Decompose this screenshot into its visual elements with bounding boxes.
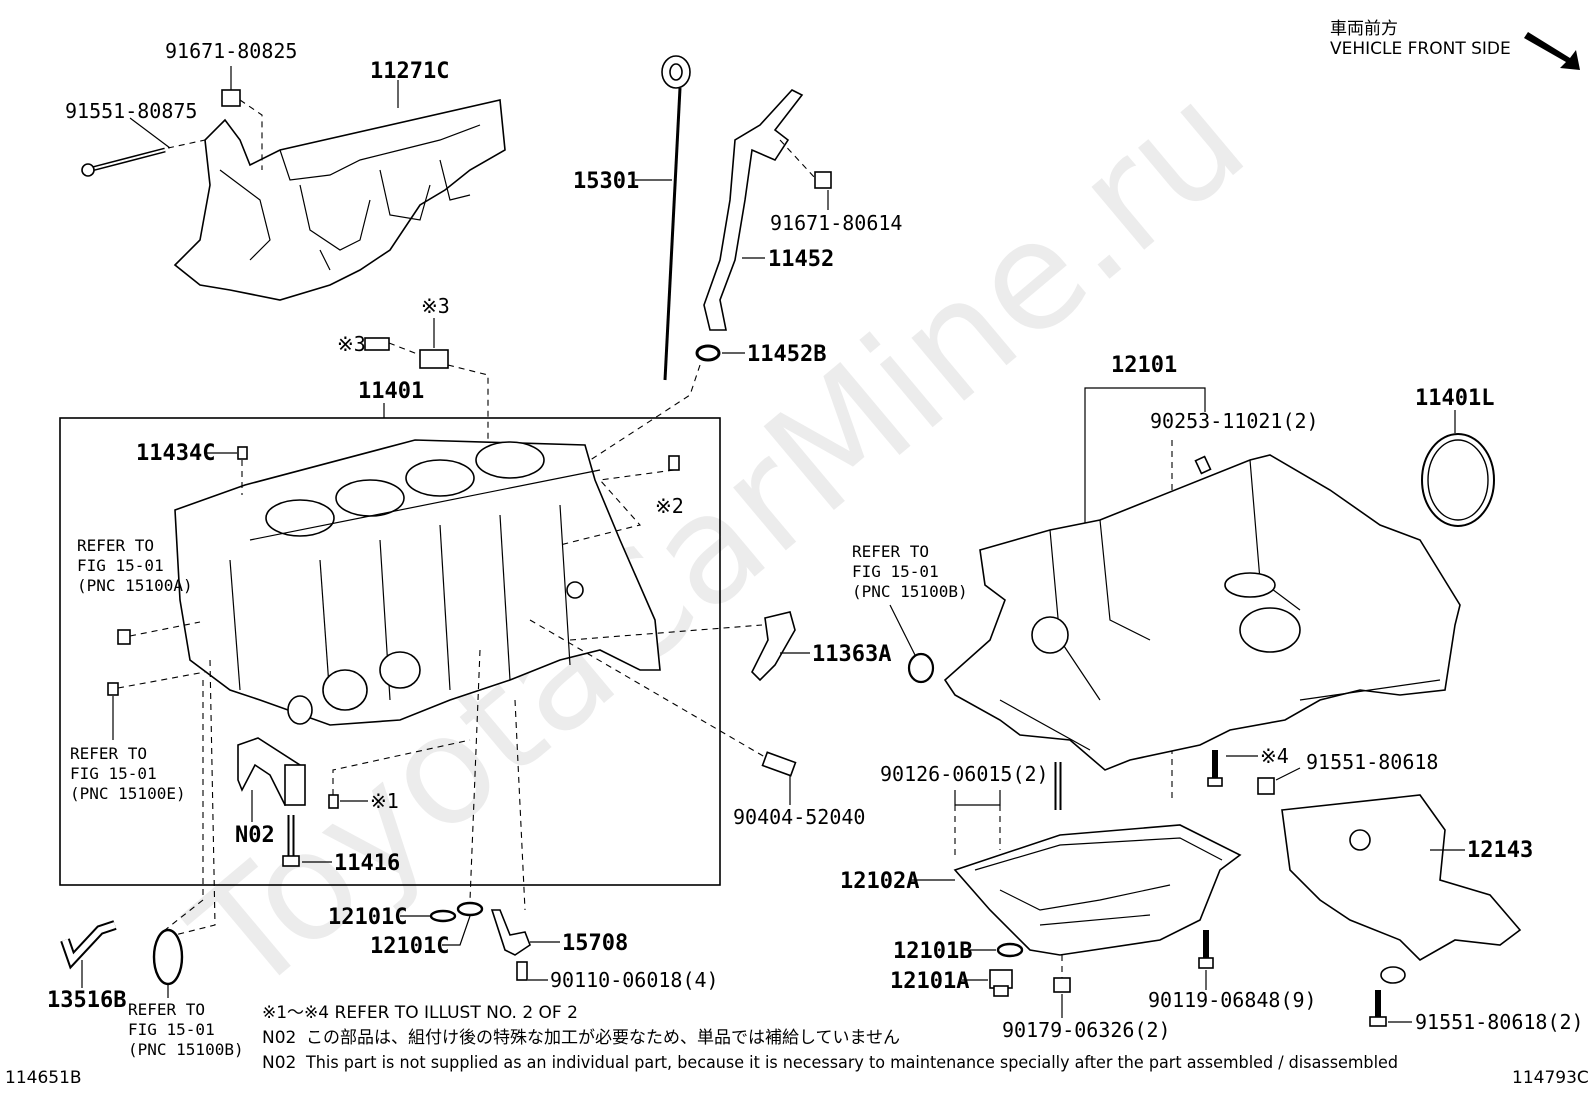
part-label-11401[interactable]: 11401 bbox=[358, 379, 424, 404]
dowel-15100A-icon bbox=[117, 629, 131, 645]
dowel-15100E-icon bbox=[107, 682, 119, 696]
part-label-12101A[interactable]: 12101A bbox=[890, 969, 969, 994]
bolt-91551-80875-icon bbox=[81, 147, 166, 177]
bolt-91671-80825-icon bbox=[221, 89, 241, 107]
dipstick-guide-part bbox=[703, 89, 804, 331]
mark-3-sensor: ※3 bbox=[421, 294, 450, 318]
intake-manifold-part bbox=[173, 99, 506, 301]
bolt-91551-80618-2-icon bbox=[1369, 990, 1387, 1027]
part-label-15708[interactable]: 15708 bbox=[562, 931, 628, 956]
part-label-11434C[interactable]: 11434C bbox=[136, 441, 215, 466]
part-label-90126-06015[interactable]: 90126-06015(2) bbox=[880, 762, 1049, 786]
part-label-12101B[interactable]: 12101B bbox=[893, 939, 972, 964]
oil-pan-lower-12102A-part bbox=[953, 824, 1242, 956]
gasket-12101B-icon bbox=[996, 942, 1024, 958]
dowel-pin-1-icon bbox=[328, 794, 339, 809]
part-label-N02[interactable]: N02 bbox=[235, 823, 275, 848]
oil-pan-upper-part bbox=[943, 454, 1461, 771]
bolt-90119-06848-icon bbox=[1198, 930, 1214, 969]
nut-90179-06326-icon bbox=[1053, 977, 1071, 993]
part-label-91551-80618-2[interactable]: 91551-80618(2) bbox=[1415, 1010, 1584, 1034]
part-label-11452[interactable]: 11452 bbox=[768, 247, 834, 272]
oil-jet-11363A-part bbox=[751, 611, 796, 682]
note-n02-text-jp: この部品は、組付け後の特殊な加工が必要なため、単品では補給していません bbox=[306, 1028, 900, 1048]
baffle-plate-12143-part bbox=[1281, 794, 1522, 984]
front-arrow-icon bbox=[1524, 32, 1580, 70]
part-label-90110-06018[interactable]: 90110-06018(4) bbox=[550, 968, 719, 992]
part-label-91551-80618[interactable]: 91551-80618 bbox=[1306, 750, 1438, 774]
part-label-90119-06848[interactable]: 90119-06848(9) bbox=[1148, 988, 1317, 1012]
illustration-code-left: 114651B bbox=[5, 1068, 82, 1088]
part-label-90179-06326[interactable]: 90179-06326(2) bbox=[1002, 1018, 1171, 1042]
bolt-90110-06018-icon bbox=[516, 961, 528, 981]
part-label-12101C-b[interactable]: 12101C bbox=[370, 934, 449, 959]
note-refer-illust: ※1～※4 REFER TO ILLUST NO. 2 OF 2 bbox=[262, 1003, 578, 1023]
bolt-91671-80614-icon bbox=[814, 171, 832, 189]
bolt-4-icon bbox=[1207, 750, 1223, 787]
oil-seal-11401L-part bbox=[1421, 433, 1495, 527]
drain-plug-12101A-icon bbox=[989, 969, 1013, 997]
part-label-11452B[interactable]: 11452B bbox=[747, 342, 826, 367]
part-label-12143[interactable]: 12143 bbox=[1467, 838, 1533, 863]
part-label-11271C[interactable]: 11271C bbox=[370, 59, 449, 84]
part-label-91551-80875[interactable]: 91551-80875 bbox=[65, 99, 197, 123]
o-ring-11452B-icon bbox=[695, 344, 721, 362]
ref-15100B-right[interactable]: REFER TO FIG 15-01 (PNC 15100B) bbox=[852, 542, 968, 601]
mark-1: ※1 bbox=[370, 789, 399, 813]
o-ring-12101C-b-icon bbox=[456, 901, 484, 917]
dipstick-part bbox=[661, 55, 691, 381]
bearing-cap-N02-part bbox=[237, 737, 306, 806]
knock-sensor-icon bbox=[364, 337, 449, 369]
part-label-90253-11021[interactable]: 90253-11021(2) bbox=[1150, 409, 1319, 433]
illustration-code-right: 114793C bbox=[1512, 1068, 1589, 1088]
front-label-en: VEHICLE FRONT SIDE bbox=[1330, 39, 1511, 59]
note-n02-code-en: N02 bbox=[262, 1053, 296, 1073]
part-label-91671-80614[interactable]: 91671-80614 bbox=[770, 211, 902, 235]
ref-15100B-left[interactable]: REFER TO FIG 15-01 (PNC 15100B) bbox=[128, 1000, 244, 1059]
note-n02-code-jp: N02 bbox=[262, 1028, 296, 1048]
part-label-12102A[interactable]: 12102A bbox=[840, 869, 919, 894]
part-label-15301[interactable]: 15301 bbox=[573, 169, 639, 194]
ref-15100E[interactable]: REFER TO FIG 15-01 (PNC 15100E) bbox=[70, 744, 186, 803]
part-label-11363A[interactable]: 11363A bbox=[812, 642, 891, 667]
dowel-pin-2-icon bbox=[668, 455, 680, 471]
mark-2: ※2 bbox=[655, 494, 684, 518]
bolt-11416-icon bbox=[282, 815, 300, 867]
ref-15100A[interactable]: REFER TO FIG 15-01 (PNC 15100A) bbox=[77, 536, 193, 595]
part-label-12101[interactable]: 12101 bbox=[1111, 353, 1177, 378]
part-label-12101C-a[interactable]: 12101C bbox=[328, 905, 407, 930]
cylinder-block-frame bbox=[59, 417, 721, 886]
o-ring-12101C-a-icon bbox=[429, 909, 457, 923]
o-ring-15100B-right-icon bbox=[907, 652, 935, 684]
o-ring-15100B-icon bbox=[152, 928, 184, 986]
front-label-jp: 車両前方 bbox=[1330, 19, 1398, 39]
part-label-90404-52040[interactable]: 90404-52040 bbox=[733, 805, 865, 829]
hose-13516B-part bbox=[60, 920, 117, 970]
mark-3-bolt: ※3 bbox=[337, 332, 366, 356]
plug-90404-52040-icon bbox=[761, 751, 797, 777]
mark-4: ※4 bbox=[1260, 744, 1289, 768]
part-label-11401L[interactable]: 11401L bbox=[1415, 386, 1494, 411]
pin-90253-11021-icon bbox=[1194, 455, 1212, 475]
dowel-pin-11434C-icon bbox=[237, 446, 248, 460]
part-label-13516B[interactable]: 13516B bbox=[47, 988, 126, 1013]
part-label-11416[interactable]: 11416 bbox=[334, 851, 400, 876]
cylinder-block-part bbox=[174, 439, 661, 726]
part-label-91671-80825[interactable]: 91671-80825 bbox=[165, 39, 297, 63]
note-n02-text-en: This part is not supplied as an individu… bbox=[305, 1053, 1398, 1073]
sensor-15708-part bbox=[490, 909, 531, 956]
bolt-91551-80618-icon bbox=[1257, 777, 1275, 795]
